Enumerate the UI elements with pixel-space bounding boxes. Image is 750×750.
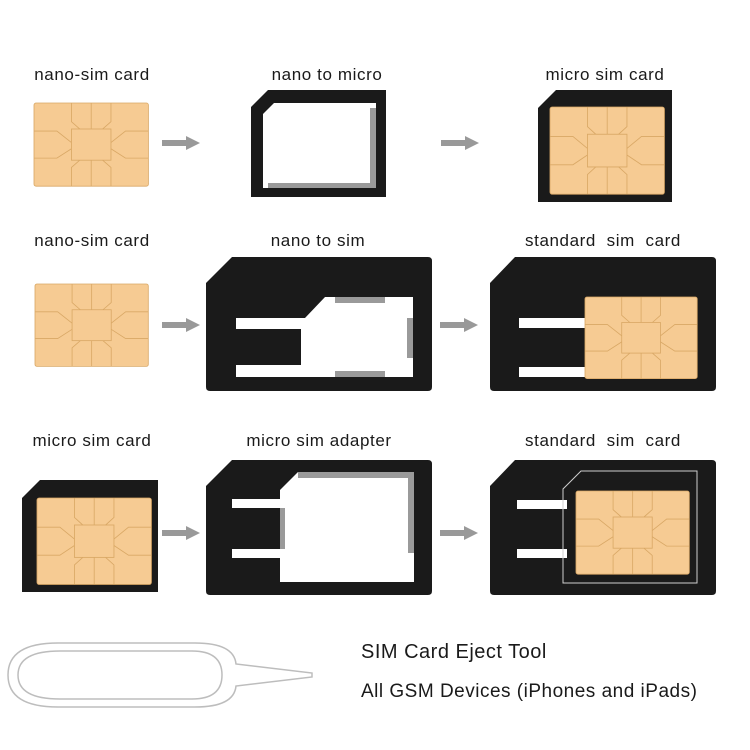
- row3-source-label: micro sim card: [32, 431, 152, 450]
- row2-standard-sim-card-icon: [490, 257, 716, 391]
- row3-micro-sim-adapter-icon: [206, 460, 432, 595]
- eject-tool-title: SIM Card Eject Tool: [361, 641, 547, 663]
- row3-arrow-2-icon: [440, 526, 478, 540]
- row3-micro-sim-card-icon: [22, 480, 158, 592]
- row3-standard-sim-card-icon: [490, 460, 716, 595]
- row1-nano-to-micro-adapter-icon: [251, 90, 386, 197]
- row2-nano-to-sim-adapter-icon: [206, 257, 432, 391]
- row2-arrow-1-icon: [162, 318, 200, 332]
- row3-result-label: standard sim card: [525, 431, 681, 450]
- row3-adapter-label: micro sim adapter: [246, 431, 392, 450]
- row2-result-label: standard sim card: [525, 231, 681, 250]
- row2-source-label: nano-sim card: [34, 231, 150, 250]
- row1-micro-sim-card-icon: [538, 90, 672, 202]
- row1-result-label: micro sim card: [545, 65, 665, 84]
- row2-nano-sim-chip-icon: [34, 283, 149, 367]
- row2-adapter-label: nano to sim: [270, 231, 366, 250]
- sim-eject-pin-icon: [7, 642, 313, 708]
- row3-arrow-1-icon: [162, 526, 200, 540]
- row1-arrow-1-icon: [162, 136, 200, 150]
- eject-tool-subtitle: All GSM Devices (iPhones and iPads): [361, 681, 698, 702]
- row1-source-label: nano-sim card: [34, 65, 150, 84]
- row1-nano-sim-chip-icon: [33, 102, 149, 187]
- row1-adapter-label: nano to micro: [271, 65, 383, 84]
- row2-arrow-2-icon: [440, 318, 478, 332]
- row1-arrow-2-icon: [441, 136, 479, 150]
